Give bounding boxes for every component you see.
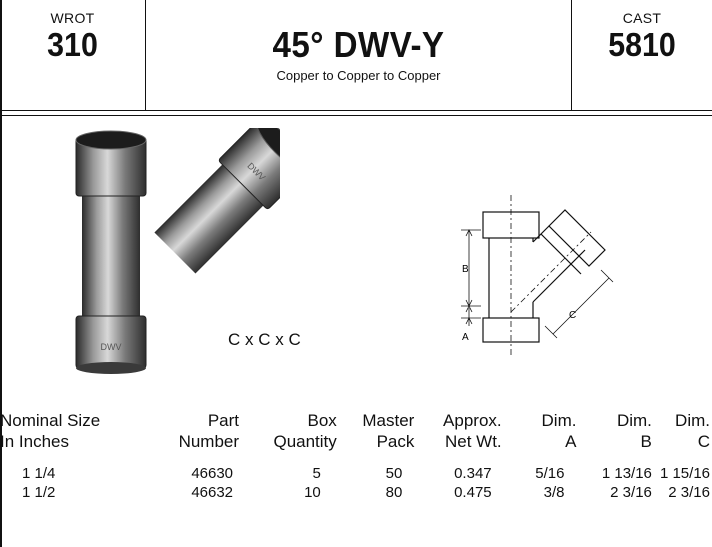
cell-dim-b: 1 13/16 [601,465,652,482]
dim-c-label: C [569,310,576,321]
cell-size: 1 1/4 [22,465,56,482]
branch-arm: DWV [154,128,280,274]
cell-weight: 0.347 [454,465,492,482]
cast-number: 5810 [608,26,676,63]
wrot-number: 310 [47,26,98,63]
col-dim-b: Dim.B [616,411,652,451]
connection-label: C x C x C [228,330,301,349]
cell-dim-a: 5/16 [535,465,565,482]
dim-b-label: B [462,264,469,275]
cell-box: 10 [304,484,321,501]
wrot-block: WROT 310 [0,0,146,110]
cell-part: 46632 [191,484,234,501]
fitting-photo: DWV DWV [75,128,280,374]
cell-weight: 0.475 [454,484,492,501]
cell-dim-a: 3/8 [543,484,565,501]
header-divider [0,110,712,111]
cell-size: 1 1/2 [22,484,56,501]
cell-dim-b: 2 3/16 [610,484,652,501]
cell-master: 80 [385,484,403,501]
cast-caption: CAST [622,10,662,26]
header: WROT 310 45° DWV-Y Copper to Copper to C… [0,0,712,110]
cell-dim-c: 1 15/16 [659,465,710,482]
dim-a-label: A [462,332,469,343]
drawing-branch-hub [548,209,606,267]
header-divider-second [0,115,712,116]
page-title: 45° DWV-Y [272,24,445,65]
wrot-caption: WROT [50,10,95,26]
cell-box: 5 [312,465,321,482]
cell-master: 50 [385,465,403,482]
bottom-opening [76,362,146,374]
cast-block: CAST 5810 [572,0,712,110]
table-row: 1 1/4 46630 5 50 0.347 5/16 1 13/16 1 15… [0,464,712,483]
page-subtitle: Copper to Copper to Copper [276,68,441,83]
top-opening [75,130,147,150]
bottom-stamp: DWV [101,342,122,352]
cell-part: 46630 [191,465,234,482]
title-block: 45° DWV-Y Copper to Copper to Copper [146,0,572,110]
dimension-drawing: B A C [461,195,614,358]
table-row: 1 1/2 46632 10 80 0.475 3/8 2 3/16 2 3/1… [0,483,712,502]
cell-dim-c: 2 3/16 [668,484,710,501]
col-dim-c: Dim.C [675,411,710,451]
col-net-weight: Approx.Net Wt. [443,411,502,451]
col-dim-a: Dim.A [541,411,577,451]
